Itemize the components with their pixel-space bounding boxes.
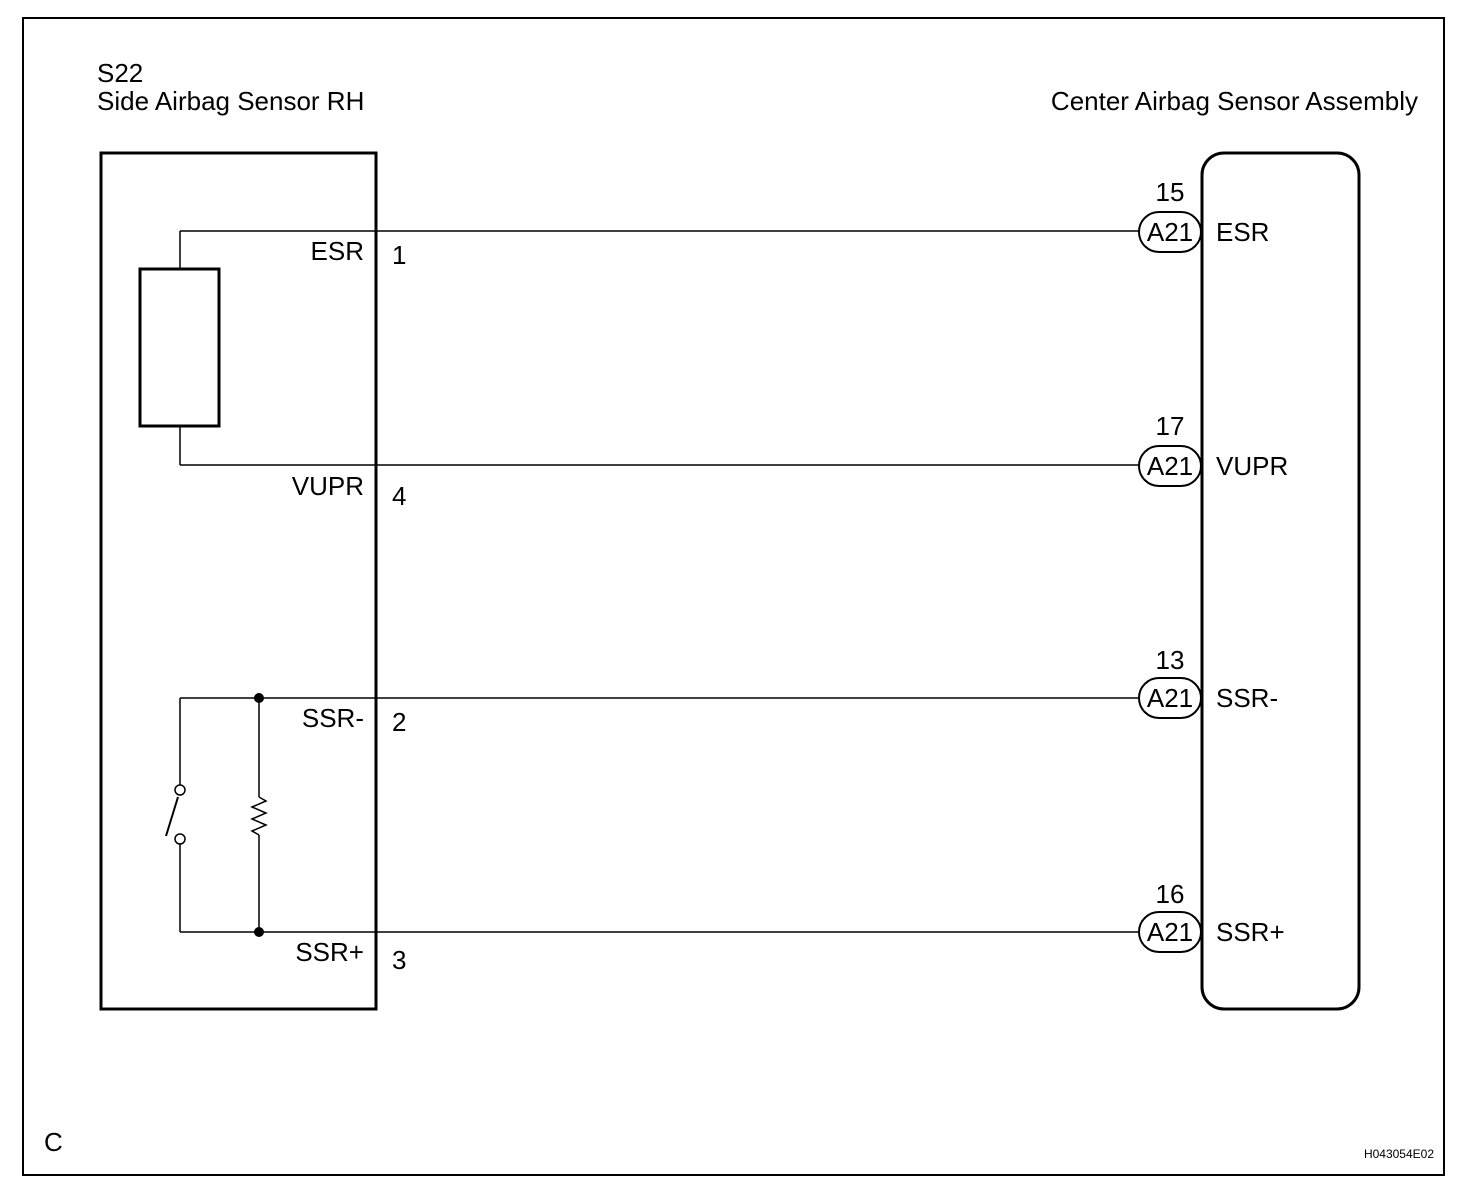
right-pin-13: 13 [1156,645,1185,675]
right-label-vupr: VUPR [1216,451,1288,481]
right-label-ssr-plus: SSR+ [1216,917,1285,947]
right-label-esr: ESR [1216,217,1269,247]
left-pin-1: 1 [392,240,406,270]
connector-label-esr: A21 [1147,217,1193,247]
connector-a21-ssr-minus [1138,677,1202,719]
switch-contact-bottom [174,833,186,845]
sensor-element [138,267,221,428]
connector-label-ssr-plus: A21 [1147,917,1193,947]
connector-a21-esr [1138,211,1202,253]
right-pin-15: 15 [1156,177,1185,207]
left-component-name: Side Airbag Sensor RH [97,86,364,116]
switch-blade [165,796,179,837]
side-airbag-sensor-box [99,151,378,1011]
figure-code: H043054E02 [1364,1147,1434,1161]
left-pin-4: 4 [392,481,406,511]
right-label-ssr-minus: SSR- [1216,683,1278,713]
connector-a21-ssr-plus [1138,911,1202,953]
connector-a21-vupr [1138,445,1202,487]
left-pin-2: 2 [392,707,406,737]
junction-dot-top [254,693,264,703]
connector-label-vupr: A21 [1147,451,1193,481]
right-pin-16: 16 [1156,879,1185,909]
junction-dot-bottom [254,927,264,937]
left-component-code: S22 [97,58,143,88]
left-pin-3: 3 [392,945,406,975]
resistor-zigzag [250,796,268,836]
corner-letter: C [44,1127,63,1157]
left-label-esr: ESR [311,236,364,266]
switch-contact-top [174,784,186,796]
right-pin-17: 17 [1156,411,1185,441]
left-label-vupr: VUPR [292,471,364,501]
right-component-name: Center Airbag Sensor Assembly [1051,86,1418,116]
center-airbag-sensor-box [1200,151,1361,1011]
left-label-ssr-minus: SSR- [302,703,364,733]
connector-label-ssr-minus: A21 [1147,683,1193,713]
outer-frame [22,17,1445,1176]
left-label-ssr-plus: SSR+ [295,937,364,967]
